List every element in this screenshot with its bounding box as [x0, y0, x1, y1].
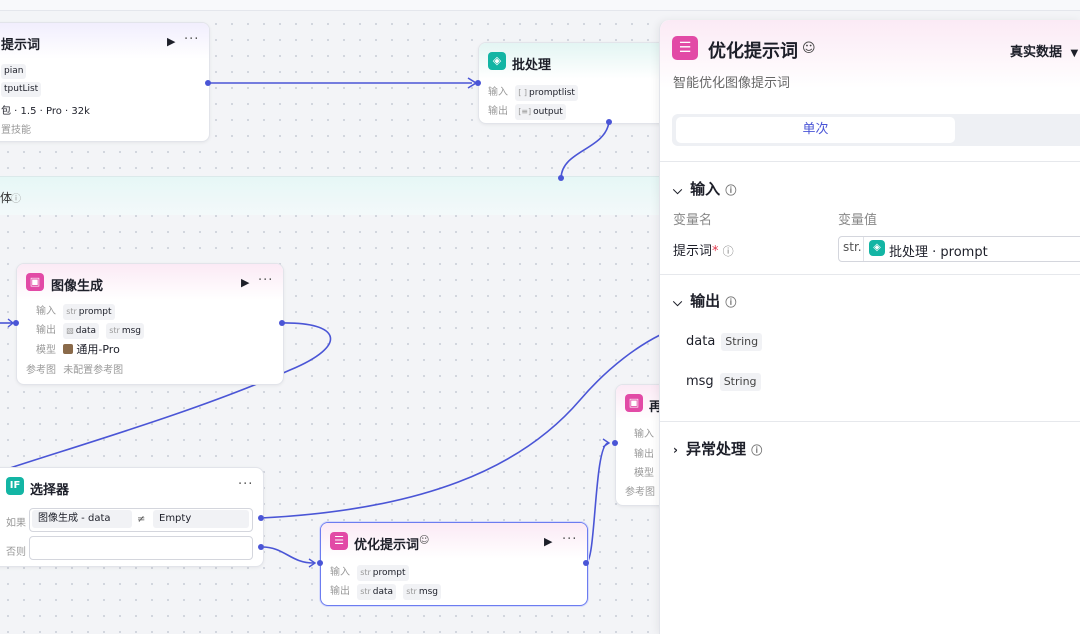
edge-selector-to-panel — [260, 334, 661, 519]
param-value-field[interactable]: str. ◈ 批处理 · prompt — [838, 236, 1080, 262]
input-port[interactable] — [612, 440, 618, 446]
col-value-header: 变量值 — [838, 213, 878, 228]
output-label: 输出 — [488, 106, 508, 117]
value-tag: pian — [1, 64, 27, 79]
info-icon: ⓘ — [11, 194, 21, 205]
batch-icon: ◈ — [488, 52, 506, 70]
info-icon: ⓘ — [722, 245, 734, 258]
node-title: 再 — [649, 400, 663, 415]
edge-else-to-optimize — [261, 546, 315, 564]
node-title: 优化提示词 — [354, 538, 420, 553]
input-port[interactable] — [475, 80, 481, 86]
info-icon: ⓘ — [725, 184, 737, 197]
image-icon: ▣ — [625, 394, 643, 412]
image-type-icon: ▧ — [66, 326, 74, 335]
more-icon[interactable]: ··· — [562, 532, 578, 547]
input-port[interactable] — [13, 320, 19, 326]
image-icon: ▣ — [26, 273, 44, 291]
canvas-top-bar — [0, 0, 1080, 11]
error-section-header[interactable]: ›异常处理 ⓘ — [673, 440, 763, 458]
input-section-header[interactable]: ⌵输入 ⓘ — [673, 180, 737, 198]
node-prompt[interactable]: 提示词 ▶ ··· pian tputList 包 · 1.5 · Pro · … — [0, 22, 210, 142]
output-section-header[interactable]: ⌵输出 ⓘ — [673, 292, 737, 310]
value-tag: tputList — [1, 82, 42, 97]
chevron-right-icon: › — [673, 443, 678, 457]
robot-icon: ☺ — [802, 41, 816, 56]
loop-body-band: 体 ⓘ — [0, 176, 660, 215]
if-output-port[interactable] — [258, 515, 264, 521]
edge-optimize-to-regen — [585, 442, 609, 564]
panel-title: 优化提示词 — [708, 41, 798, 62]
loop-port[interactable] — [558, 175, 564, 181]
else-output-port[interactable] — [258, 544, 264, 550]
list-icon: ☰ — [672, 36, 698, 60]
list-icon: ☰ — [330, 532, 348, 550]
loop-body-label: 体 — [0, 191, 13, 205]
condition-left[interactable]: 图像生成 - data — [32, 510, 132, 528]
run-icon[interactable]: ▶ — [544, 535, 553, 548]
node-config-panel: ☰ 优化提示词 ☺ 真实数据 ▼ 智能优化图像提示词 单次 ⌵输入 ⓘ 变量名 … — [659, 20, 1080, 634]
run-mode-tabs: 单次 — [672, 114, 1080, 146]
if-icon: IF — [6, 477, 24, 495]
condition-operator[interactable]: ≠ — [137, 514, 146, 525]
edge-arrow-optimize — [308, 558, 317, 568]
run-icon[interactable]: ▶ — [167, 35, 176, 48]
robot-icon: ☺ — [419, 535, 430, 546]
input-port[interactable] — [317, 560, 323, 566]
edge-arrow-regen — [602, 438, 611, 448]
node-batch[interactable]: ◈ 批处理 输入 [ ]promptlist 输出 [≡]output — [478, 42, 670, 124]
condition-right[interactable]: Empty — [153, 510, 249, 528]
output-value: output — [533, 107, 563, 117]
edge-batch-to-loop — [560, 121, 610, 179]
run-icon[interactable]: ▶ — [241, 276, 250, 289]
info-icon: ⓘ — [751, 444, 763, 457]
output-port[interactable] — [606, 119, 612, 125]
more-icon[interactable]: ··· — [258, 273, 274, 288]
param-label: 提示词* ⓘ — [673, 244, 734, 259]
node-title: 批处理 — [512, 58, 552, 73]
batch-icon: ◈ — [869, 240, 885, 256]
more-icon[interactable]: ··· — [184, 32, 200, 47]
output-port[interactable] — [279, 320, 285, 326]
node-title: 提示词 — [1, 38, 41, 53]
tab-single[interactable]: 单次 — [676, 117, 955, 143]
chevron-down-icon: ⌵ — [673, 295, 683, 309]
output-port[interactable] — [583, 560, 589, 566]
model-summary: 包 · 1.5 · Pro · 32k — [1, 106, 90, 117]
skill-placeholder: 置技能 — [1, 125, 31, 136]
output-port[interactable] — [205, 80, 211, 86]
node-title: 选择器 — [30, 483, 70, 498]
data-mode-dropdown[interactable]: 真实数据 ▼ — [1010, 45, 1079, 60]
col-name-header: 变量名 — [673, 213, 713, 228]
caret-down-icon: ▼ — [1070, 48, 1079, 59]
input-value: promptlist — [528, 88, 575, 98]
more-icon[interactable]: ··· — [238, 477, 254, 492]
chevron-down-icon: ⌵ — [673, 183, 683, 197]
model-avatar-icon — [63, 344, 74, 354]
panel-description: 智能优化图像提示词 — [673, 76, 791, 91]
else-field[interactable] — [29, 536, 253, 560]
input-label: 输入 — [488, 87, 508, 98]
info-icon: ⓘ — [725, 296, 737, 309]
node-title: 图像生成 — [51, 279, 104, 294]
node-selector[interactable]: IF 选择器 ··· 如果 图像生成 - data ≠ Empty 否则 — [0, 467, 264, 567]
